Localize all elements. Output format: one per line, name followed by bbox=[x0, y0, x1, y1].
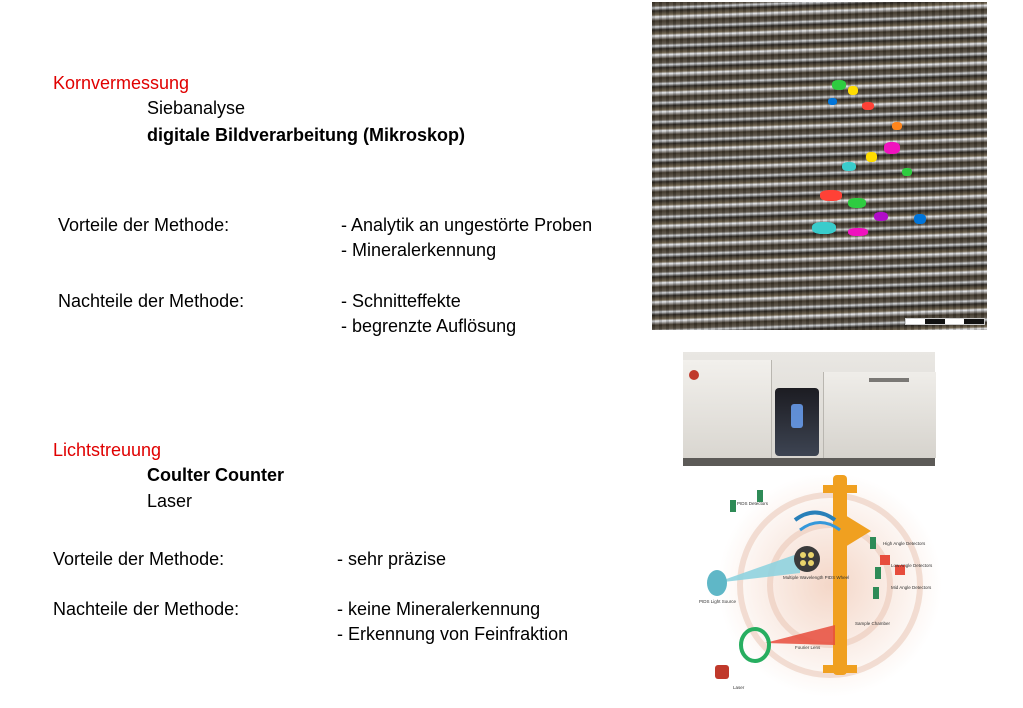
section2-heading: Lichtstreuung bbox=[53, 440, 162, 460]
label-wheel: Multiple Wavelength PIDS Wheel bbox=[783, 575, 849, 580]
label-mid-angle: Mid Angle Detectors bbox=[891, 585, 932, 590]
laser-diffraction-diagram: PIDS Detectors High Angle Detectors Low … bbox=[699, 475, 942, 697]
section2-nachteil-1: - keine Mineralerkennung bbox=[337, 599, 541, 619]
brand-logo-icon bbox=[689, 370, 699, 380]
label-high-angle: High Angle Detectors bbox=[883, 541, 926, 546]
section1-item-siebanalyse: Siebanalyse bbox=[147, 98, 246, 118]
scale-bar bbox=[905, 318, 985, 325]
section2-vorteil-1: - sehr präzise bbox=[337, 549, 447, 569]
section2-nachteil-2: - Erkennung von Feinfraktion bbox=[337, 624, 569, 644]
section1-nachteil-1: - Schnitteffekte bbox=[341, 291, 461, 311]
section2-vorteile-label: Vorteile der Methode: bbox=[53, 549, 225, 569]
section1-heading: Kornvermessung bbox=[53, 73, 190, 93]
label-fourier-lens: Fourier Lens bbox=[795, 645, 821, 650]
section2-item-laser: Laser bbox=[147, 491, 193, 511]
section1-vorteile-label: Vorteile der Methode: bbox=[58, 215, 230, 235]
section1-vorteil-2: - Mineralerkennung bbox=[341, 240, 497, 260]
section1-nachteile-label: Nachteile der Methode: bbox=[58, 291, 245, 311]
label-laser: Laser bbox=[733, 685, 745, 690]
section1-vorteil-1: - Analytik an ungestörte Proben bbox=[341, 215, 593, 235]
label-sample-chamber: Sample Chamber bbox=[855, 621, 891, 626]
section2-item-coulter: Coulter Counter bbox=[147, 465, 284, 485]
label-low-angle: Low Angle Detectors bbox=[891, 563, 933, 568]
label-pids-detectors: PIDS Detectors bbox=[737, 501, 769, 506]
coulter-counter-photo bbox=[683, 352, 936, 466]
section2-nachteile-label: Nachteile der Methode: bbox=[53, 599, 240, 619]
section1-nachteil-2: - begrenzte Auflösung bbox=[341, 316, 517, 336]
label-light-source: PIDS Light Source bbox=[699, 599, 737, 604]
section1-item-bildverarbeitung: digitale Bildverarbeitung (Mikroskop) bbox=[147, 125, 466, 145]
micrograph-image bbox=[652, 2, 987, 330]
